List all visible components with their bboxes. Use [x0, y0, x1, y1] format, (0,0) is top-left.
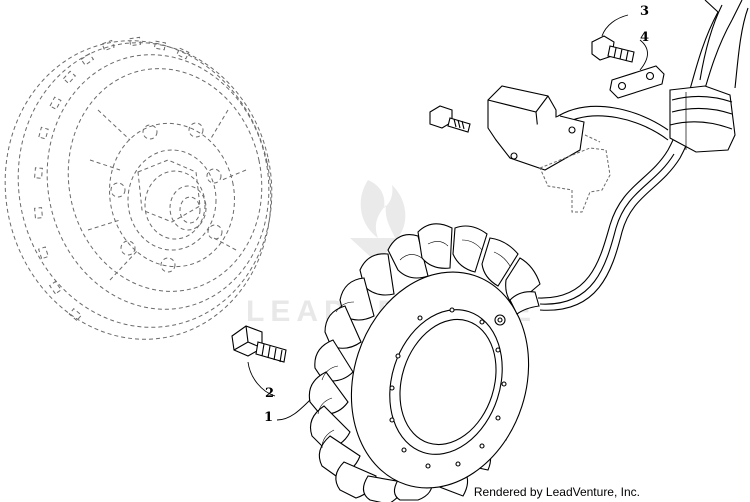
callout-3: 3 [640, 4, 650, 19]
bolt-part-2 [231, 325, 287, 363]
stator-part-1 [308, 223, 541, 502]
callout-1: 1 [264, 410, 274, 425]
callout-2: 2 [265, 386, 275, 401]
watermark-logo [350, 180, 406, 262]
clamp-plate-part-4 [609, 65, 665, 99]
stator-pole [481, 237, 519, 287]
pickup-screw [429, 105, 471, 133]
flywheel-phantom [4, 36, 273, 340]
mounting-bracket [539, 134, 611, 213]
render-credit: Rendered by LeadVenture, Inc. [473, 485, 640, 499]
grommet [669, 85, 736, 153]
callout-4: 4 [640, 30, 650, 45]
pickup-sensor [487, 85, 585, 171]
screw-part-3 [591, 35, 635, 63]
stator-pole [359, 253, 395, 296]
stator-pole [452, 225, 488, 273]
leader-lines [247, 14, 648, 421]
wire-harness [537, 0, 749, 311]
stator-pole [417, 223, 453, 269]
